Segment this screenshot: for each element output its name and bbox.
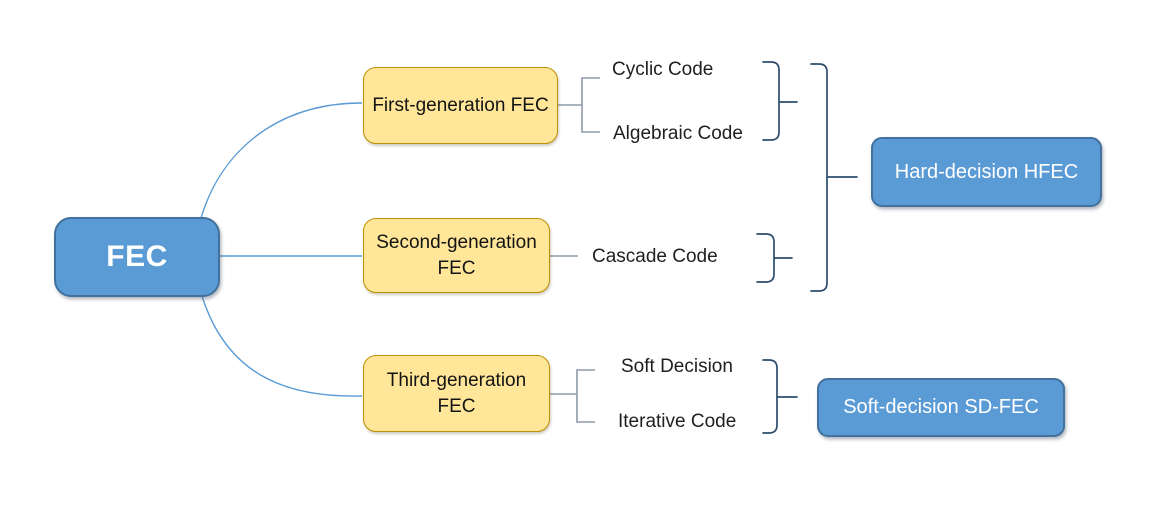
second-generation-node: Second-generation FEC <box>363 218 550 293</box>
connector-fec-to-gen1 <box>200 102 363 219</box>
second-generation-label: Second-generation FEC <box>376 232 537 279</box>
brace-gen3-group <box>762 359 798 434</box>
soft-decision-sdfec-node: Soft-decision SD-FEC <box>817 378 1065 437</box>
first-generation-label: First-generation FEC <box>372 94 549 116</box>
third-generation-label: Third-generation FEC <box>386 370 527 417</box>
iterative-code-label: Iterative Code <box>618 411 737 432</box>
fork-gen1-codes <box>558 77 600 133</box>
brace-gen1-group <box>762 61 798 141</box>
brace-gen2-group <box>756 233 793 283</box>
algebraic-code-label: Algebraic Code <box>613 123 743 144</box>
brace-hard-decision-group <box>810 63 858 292</box>
soft-decision-sdfec-label: Soft-decision SD-FEC <box>843 396 1039 418</box>
fec-root-label: FEC <box>106 240 168 273</box>
first-generation-node: First-generation FEC <box>363 67 558 144</box>
cyclic-code-label: Cyclic Code <box>612 59 714 80</box>
soft-decision-label: Soft Decision <box>621 356 733 377</box>
hard-decision-hfec-node: Hard-decision HFEC <box>871 137 1102 207</box>
fork-gen3-codes <box>550 369 595 423</box>
fec-root-node: FEC <box>54 217 220 297</box>
hard-decision-hfec-label: Hard-decision HFEC <box>894 160 1079 183</box>
cascade-code-label: Cascade Code <box>592 246 718 267</box>
connector-fec-to-gen3 <box>201 295 363 397</box>
third-generation-node: Third-generation FEC <box>363 355 550 432</box>
